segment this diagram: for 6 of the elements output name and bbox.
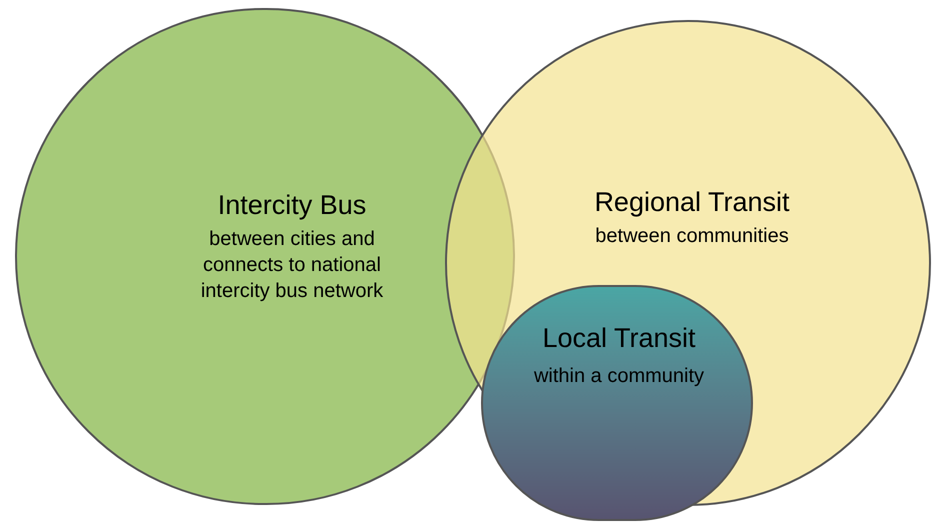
circle-title: Local Transit [541, 322, 697, 355]
circle-description: between communities [594, 224, 790, 248]
circle-title: Regional Transit [593, 186, 791, 219]
circle-description: between cities and connects to national intercity bus network [200, 226, 384, 304]
circle-description: within a community [532, 364, 706, 389]
circle-title: Intercity Bus [216, 189, 368, 222]
